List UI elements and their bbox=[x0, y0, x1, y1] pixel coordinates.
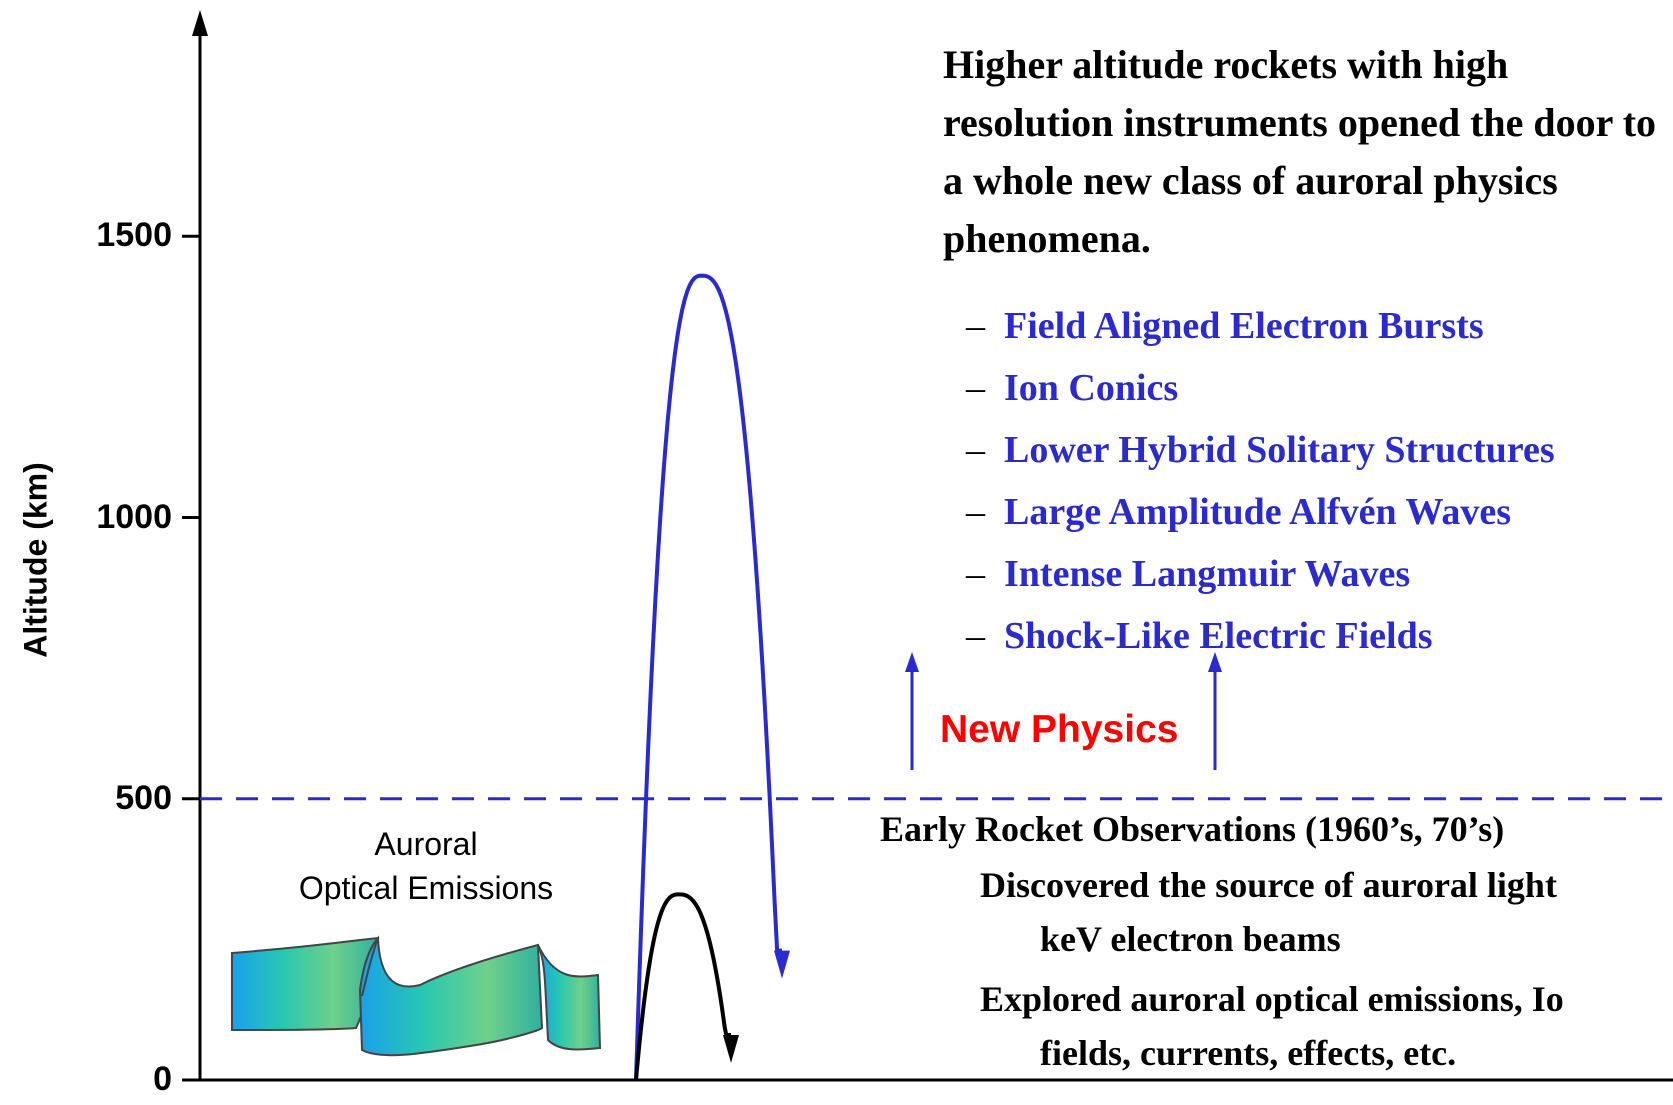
y-tick-label-0: 0 bbox=[153, 1060, 172, 1098]
list-dash: – bbox=[966, 615, 985, 657]
high-trajectory-arrowhead bbox=[774, 950, 790, 979]
aurora-curtain-illustration bbox=[231, 935, 602, 1057]
new-physics-label: New Physics bbox=[940, 708, 1179, 751]
finding-text: Field Aligned Electron Bursts bbox=[1004, 305, 1484, 347]
early-item-1-continued: keV electron beams bbox=[1040, 919, 1341, 959]
y-axis-arrowhead bbox=[192, 10, 208, 36]
early-observations-title: Early Rocket Observations (1960’s, 70’s) bbox=[880, 809, 1505, 849]
new-physics-findings-list: –Field Aligned Electron Bursts–Ion Conic… bbox=[966, 295, 1555, 667]
list-dash: – bbox=[966, 429, 985, 471]
early-item-1: Discovered the source of auroral light bbox=[980, 865, 1557, 905]
finding-text: Shock-Like Electric Fields bbox=[1004, 615, 1433, 657]
list-dash: – bbox=[966, 491, 985, 533]
early-item-2: Explored auroral optical emissions, Io bbox=[980, 979, 1564, 1019]
y-tick-label-500: 500 bbox=[115, 778, 172, 817]
list-dash: – bbox=[966, 367, 985, 409]
low-trajectory-arrowhead bbox=[723, 1035, 739, 1063]
finding-text: Lower Hybrid Solitary Structures bbox=[1004, 429, 1555, 471]
y-axis-label: Altitude (km) bbox=[17, 462, 54, 658]
finding-text: Large Amplitude Alfvén Waves bbox=[1004, 491, 1512, 533]
y-axis-ticks bbox=[182, 234, 200, 1082]
high-altitude-rocket-trajectory bbox=[634, 273, 782, 1081]
finding-item: –Ion Conics bbox=[966, 357, 1555, 419]
finding-text: Intense Langmuir Waves bbox=[1004, 553, 1411, 595]
y-tick-label-1500: 1500 bbox=[96, 216, 172, 255]
up-arrow-right bbox=[1208, 652, 1222, 770]
finding-item: –Field Aligned Electron Bursts bbox=[966, 295, 1555, 357]
early-item-2-continued: fields, currents, effects, etc. bbox=[1040, 1033, 1457, 1073]
finding-item: –Large Amplitude Alfvén Waves bbox=[966, 481, 1555, 543]
finding-text: Ion Conics bbox=[1004, 367, 1179, 409]
finding-item: –Intense Langmuir Waves bbox=[966, 543, 1555, 605]
aurora-label-line2: Optical Emissions bbox=[298, 870, 554, 906]
finding-item: –Shock-Like Electric Fields bbox=[966, 605, 1555, 667]
y-tick-label-1000: 1000 bbox=[96, 497, 172, 536]
list-dash: – bbox=[966, 305, 985, 347]
finding-item: –Lower Hybrid Solitary Structures bbox=[966, 419, 1555, 481]
headline-text: Higher altitude rockets with high resolu… bbox=[943, 42, 1657, 261]
aurora-label-line1: Auroral bbox=[374, 826, 478, 862]
early-rocket-trajectory bbox=[634, 892, 731, 1081]
list-dash: – bbox=[966, 553, 985, 595]
up-arrow-left bbox=[905, 652, 919, 770]
